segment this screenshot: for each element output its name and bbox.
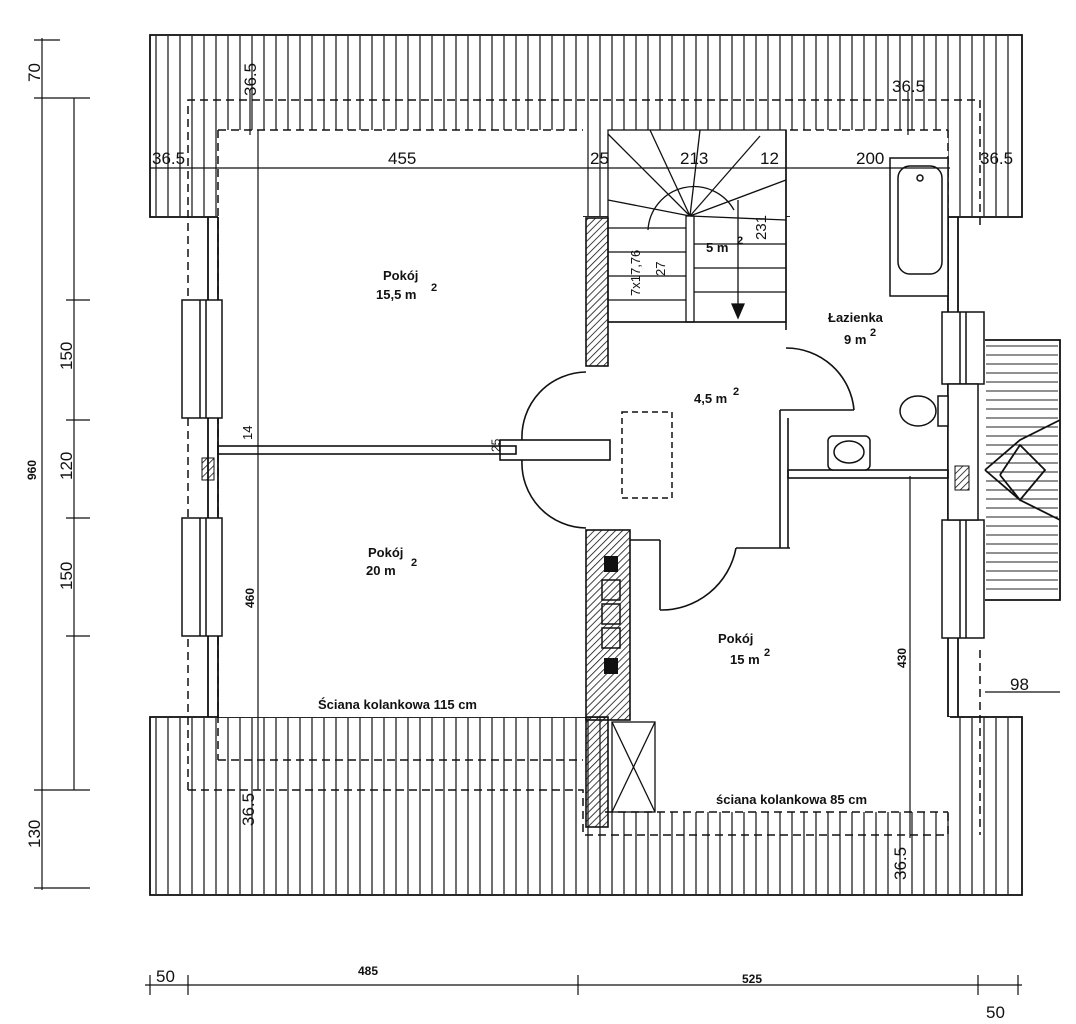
lower-floor	[605, 717, 950, 812]
room-se-sup: 2	[764, 647, 770, 659]
bathroom-name: Łazienka	[828, 310, 884, 325]
dim-top-36-5-a: 36.5	[241, 63, 260, 96]
room-sw-name: Pokój	[368, 545, 403, 560]
dim-left-150-b: 150	[57, 562, 76, 590]
dim-inner-460: 460	[243, 588, 257, 608]
dim-top-12: 12	[760, 149, 779, 168]
skylight	[621, 411, 673, 499]
window-right-lower	[941, 519, 985, 639]
dim-right-98: 98	[1010, 675, 1029, 694]
room-nw-name: Pokój	[383, 268, 418, 283]
dim-top-36-5-left: 36.5	[152, 149, 185, 168]
bathroom-area: 9 m	[844, 332, 866, 347]
toilet	[899, 395, 949, 427]
dim-bottom-36-5-left: 36.5	[239, 793, 258, 826]
dim-stairs-231: 231	[753, 215, 770, 240]
window-left-upper	[181, 299, 223, 419]
hall-sup: 2	[733, 386, 739, 398]
dim-left-70: 70	[25, 63, 44, 82]
knee-wall-115-label: Ściana kolankowa 115 cm	[318, 697, 477, 712]
post-left	[201, 457, 215, 481]
dim-stairs-27: 27	[653, 262, 668, 276]
dim-wall-25: 25	[489, 438, 503, 452]
dim-bottom-36-5-right: 36.5	[891, 847, 910, 880]
roof-hatch-dormer	[986, 345, 1058, 590]
dim-left-150-a: 150	[57, 342, 76, 370]
knee-wall-85-label: ściana kolankowa 85 cm	[716, 792, 867, 807]
dim-bottom-485: 485	[358, 964, 378, 978]
dim-bottom-50-left: 50	[156, 967, 175, 986]
room-nw-area: 15,5 m	[376, 287, 416, 302]
dim-left-120: 120	[57, 452, 76, 480]
dim-top-36-5-right: 36.5	[980, 149, 1013, 168]
dimension-lines	[34, 38, 1060, 995]
sink	[827, 435, 871, 471]
room-sw-area: 20 m	[366, 563, 396, 578]
dim-left-130: 130	[25, 820, 44, 848]
window-right-upper	[941, 311, 985, 385]
dim-bottom-50-right: 50	[986, 1003, 1005, 1022]
room-sw-sup: 2	[411, 557, 417, 569]
dim-left-960: 960	[25, 460, 39, 480]
dim-wall-14: 14	[240, 426, 255, 440]
room-se-name: Pokój	[718, 631, 753, 646]
dim-top-455: 455	[388, 149, 416, 168]
dim-top-213: 213	[680, 149, 708, 168]
landing-area: 5 m	[706, 240, 728, 255]
knee-wall-cross	[611, 721, 656, 813]
room-nw-sup: 2	[431, 282, 437, 294]
dim-inner-430: 430	[895, 648, 909, 668]
chimney-flues	[604, 556, 618, 674]
staircase	[607, 129, 787, 323]
dim-top-200: 200	[856, 149, 884, 168]
landing-sup: 2	[737, 235, 743, 247]
dim-top-25: 25	[590, 149, 609, 168]
hall-area: 4,5 m	[694, 391, 727, 406]
post-right	[954, 465, 970, 491]
bathroom-sup: 2	[870, 327, 876, 339]
window-right-middle	[947, 383, 979, 521]
bathtub	[889, 157, 949, 297]
room-se-area: 15 m	[730, 652, 760, 667]
door-swings	[521, 347, 855, 611]
dim-bottom-525: 525	[742, 972, 762, 986]
interior-floor-top	[218, 130, 583, 217]
chimney-vents	[601, 579, 621, 649]
window-left-lower	[181, 517, 223, 637]
dim-top-36-5-b: 36.5	[892, 77, 925, 96]
dim-stairs-7x: 7x17,76	[628, 250, 643, 296]
